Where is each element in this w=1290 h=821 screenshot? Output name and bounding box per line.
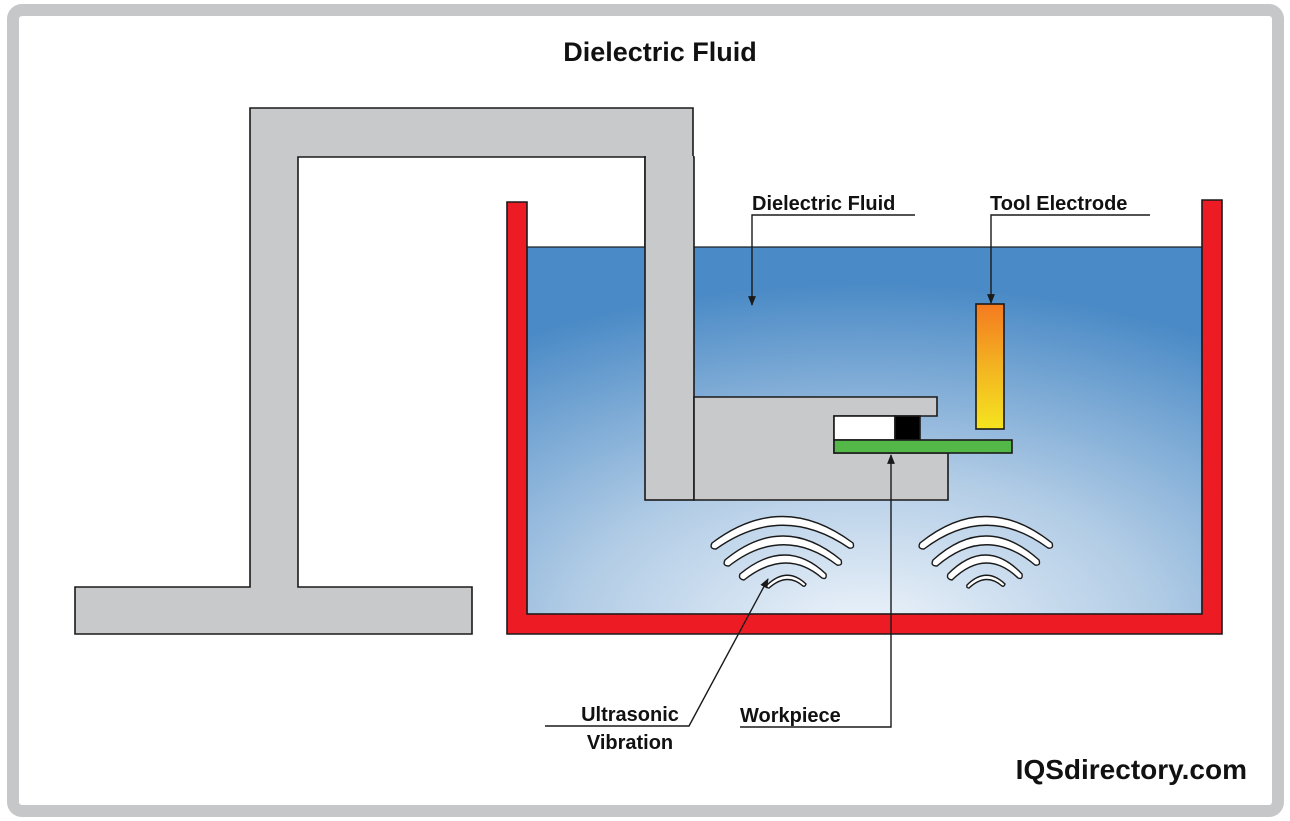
wave-arc [918, 515, 1054, 550]
label-workpiece: Workpiece [740, 705, 841, 727]
wave-arc [723, 535, 843, 567]
ultrasonic-waves-right [918, 515, 1054, 589]
clamp-block [894, 415, 921, 441]
brand-logo-text: IQSdirectory.com [1016, 754, 1247, 785]
wave-arc [931, 535, 1041, 567]
leader-workpiece [740, 454, 895, 728]
diagram-title: Dielectric Fluid [563, 37, 757, 67]
frame-border [7, 4, 1284, 817]
wave-arc [966, 574, 1006, 589]
label-ultrasonic-vibration: Ultrasonic [581, 704, 679, 726]
leader-tool-electrode [987, 214, 1150, 304]
leader-ultrasonic-vibration [545, 578, 769, 727]
tool-electrode [975, 303, 1005, 430]
insulator-block [833, 415, 896, 441]
label-tool-electrode: Tool Electrode [990, 193, 1127, 215]
wave-arc [946, 554, 1023, 581]
wave-arc [710, 515, 855, 550]
label-dielectric-fluid: Dielectric Fluid [752, 193, 895, 215]
label-ultrasonic-vibration-line2: Vibration [587, 732, 673, 754]
workpiece [833, 439, 1013, 454]
wave-arc [738, 554, 827, 581]
stand-leg [644, 156, 695, 501]
leader-dielectric-fluid [748, 214, 915, 306]
ultrasonic-waves-left [710, 515, 855, 589]
tank [506, 199, 1223, 635]
